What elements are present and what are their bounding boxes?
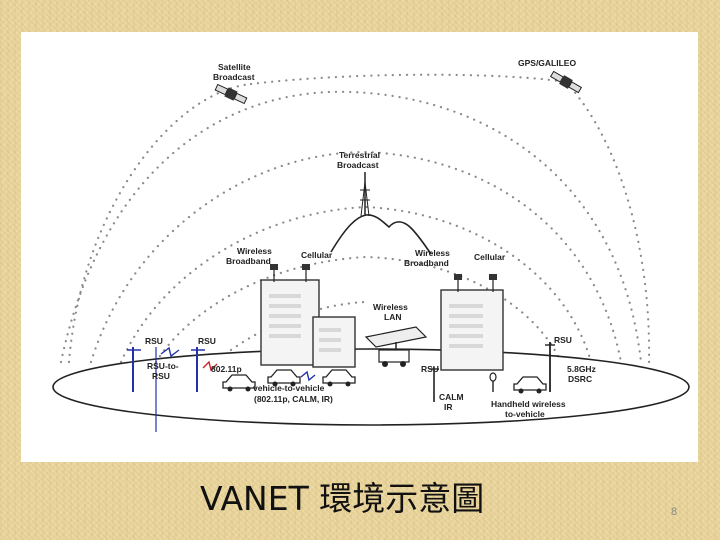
office-building-small	[312, 316, 356, 368]
gps-satellite-icon	[549, 70, 583, 94]
wireless-lan-kiosk-icon	[364, 326, 428, 367]
rsu-center-pole	[429, 367, 439, 402]
broadcast-satellite-icon	[214, 83, 248, 105]
wireless-lan-line1: Wireless	[373, 302, 408, 312]
office-building-right	[440, 274, 504, 371]
rsu-to-rsu-line2: RSU	[152, 371, 170, 381]
page-number: 8	[670, 506, 678, 518]
terrestrial-tower-icon	[330, 172, 432, 255]
dsrc-line2: DSRC	[568, 374, 592, 384]
wireless-broadband-left-line2: Broadband	[226, 256, 271, 266]
v2v-line2: (802.11p, CALM, IR)	[254, 394, 333, 404]
rsu-left-poles	[127, 346, 316, 432]
wireless-broadband-left-line1: Wireless	[237, 246, 272, 256]
ground-area	[52, 348, 690, 426]
rsu-to-rsu-line1: RSU-to-	[147, 361, 179, 371]
gps-label: GPS/GALILEO	[518, 58, 576, 68]
coverage-arcs	[59, 73, 651, 364]
vehicle-icons	[222, 369, 547, 394]
rsu-label-2: RSU	[198, 336, 216, 346]
cellular-right-label: Cellular	[474, 252, 506, 262]
p80211-label: 802.11p	[211, 364, 242, 374]
cellular-left-label: Cellular	[301, 250, 333, 260]
rsu-right-pole	[545, 342, 555, 392]
vanet-diagram: Satellite Broadcast GPS/GALILEO Terrestr…	[52, 58, 690, 432]
rsu-center-label: RSU	[421, 364, 439, 374]
terrestrial-label-line2: Broadcast	[337, 160, 379, 170]
calm-ir-line1: CALM	[439, 392, 464, 402]
handheld-line2: to-vehicle	[505, 409, 545, 419]
calm-ir-line2: IR	[444, 402, 453, 412]
v2v-line1: vehicle-to-vehicle	[253, 383, 325, 393]
rsu-label-1: RSU	[145, 336, 163, 346]
wireless-broadband-right-line2: Broadband	[404, 258, 449, 268]
dsrc-line1: 5.8GHz	[567, 364, 596, 374]
slide-title: VANET 環境示意圖	[200, 479, 485, 518]
office-building-left	[260, 264, 320, 366]
handheld-line1: Handheld wireless	[491, 399, 566, 409]
satellite-label-line1: Satellite	[218, 62, 251, 72]
wireless-broadband-right-line1: Wireless	[415, 248, 450, 258]
satellite-label-line2: Broadcast	[213, 72, 255, 82]
rsu-right-label: RSU	[554, 335, 572, 345]
vanet-diagram-panel: Satellite Broadcast GPS/GALILEO Terrestr…	[21, 32, 698, 462]
wireless-lan-line2: LAN	[384, 312, 401, 322]
terrestrial-label-line1: Terrestrial	[339, 150, 380, 160]
